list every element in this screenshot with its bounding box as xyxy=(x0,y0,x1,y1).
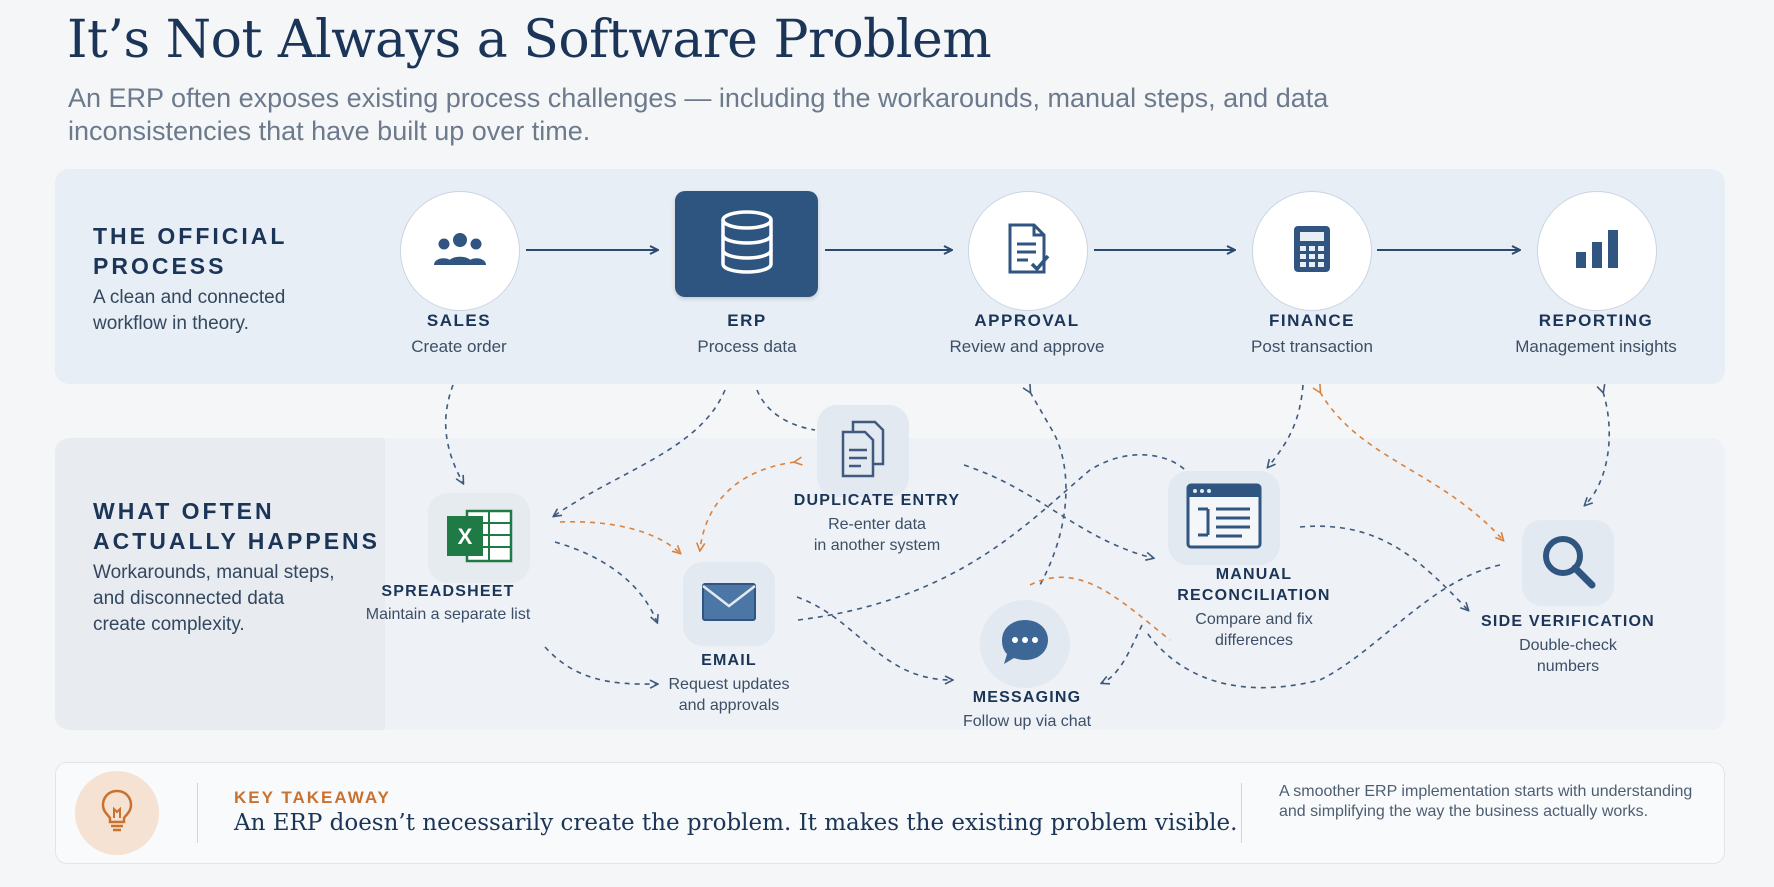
reporting-label: REPORTING xyxy=(1538,311,1654,330)
spreadsheet-label: SPREADSHEET xyxy=(381,583,515,600)
key-takeaway-side-text: A smoother ERP implementation starts wit… xyxy=(1279,783,1693,820)
actual-desc-line2: and disconnected data xyxy=(93,588,285,609)
spreadsheet-sub: Maintain a separate list xyxy=(365,606,531,623)
manual-reconciliation-label1: MANUAL xyxy=(1215,566,1293,583)
magnifier-icon xyxy=(1540,533,1596,594)
chat-bubble-icon xyxy=(999,617,1051,672)
calculator-icon xyxy=(1292,224,1332,279)
actual-process-intro-panel xyxy=(55,438,385,730)
lightbulb-icon xyxy=(100,788,134,839)
email-sub1: Request updates xyxy=(668,676,790,693)
side-verification-sub2: numbers xyxy=(1536,658,1600,675)
spreadsheet-icon: X xyxy=(445,507,513,570)
side-verification-sub1: Double-check xyxy=(1519,637,1617,654)
duplicate-entry-sub2: in another system xyxy=(813,537,941,554)
key-takeaway-box xyxy=(55,762,1725,864)
messaging-node xyxy=(980,600,1070,688)
actual-title-line2: ACTUALLY HAPPENS xyxy=(93,528,380,554)
finance-label: FINANCE xyxy=(1268,311,1356,330)
sales-sub: Create order xyxy=(411,337,507,356)
official-desc-line1: A clean and connected xyxy=(93,287,286,308)
email-node xyxy=(683,562,775,646)
erp-node xyxy=(675,191,818,297)
key-takeaway-label: KEY TAKEAWAY xyxy=(234,788,391,807)
manual-reconciliation-sub1: Compare and fix xyxy=(1195,611,1313,628)
official-process-panel xyxy=(55,169,1725,384)
reporting-node xyxy=(1537,191,1657,311)
actual-desc-line1: Workarounds, manual steps, xyxy=(93,562,335,583)
actual-title-line1: WHAT OFTEN xyxy=(93,498,275,524)
side-verification-node xyxy=(1522,520,1614,606)
svg-text:X: X xyxy=(458,524,473,549)
takeaway-divider-right xyxy=(1241,783,1242,843)
approval-sub: Review and approve xyxy=(949,337,1105,356)
approval-label: APPROVAL xyxy=(974,311,1080,330)
manual-reconciliation-sub2: differences xyxy=(1215,632,1293,649)
official-title-line2: PROCESS xyxy=(93,253,227,279)
side-verification-label: SIDE VERIFICATION xyxy=(1481,613,1655,630)
messaging-label: MESSAGING xyxy=(972,689,1082,706)
spreadsheet-node: X xyxy=(428,493,530,583)
official-title-line1: THE OFFICIAL xyxy=(93,223,288,249)
window-list-icon xyxy=(1186,483,1262,554)
erp-label: ERP xyxy=(727,311,767,330)
duplicate-entry-label: DUPLICATE ENTRY xyxy=(793,492,961,509)
finance-sub: Post transaction xyxy=(1251,337,1373,356)
duplicate-entry-sub1: Re-enter data xyxy=(828,516,926,533)
manual-reconciliation-node xyxy=(1168,471,1280,565)
email-sub2: and approvals xyxy=(678,697,780,714)
bar-chart-icon xyxy=(1574,228,1620,275)
envelope-icon xyxy=(701,582,757,627)
messaging-sub: Follow up via chat xyxy=(962,713,1092,730)
sales-node xyxy=(400,191,520,311)
email-label: EMAIL xyxy=(701,652,757,669)
database-icon xyxy=(717,209,777,280)
official-desc-line2: workflow in theory. xyxy=(93,313,249,334)
actual-desc-line3: create complexity. xyxy=(93,614,245,635)
document-check-icon xyxy=(1006,222,1050,281)
sales-label: SALES xyxy=(426,311,492,330)
approval-node xyxy=(968,191,1088,311)
page-subtitle: An ERP often exposes existing process ch… xyxy=(68,83,1329,146)
finance-node xyxy=(1252,191,1372,311)
people-icon xyxy=(432,229,488,274)
takeaway-divider-left xyxy=(197,783,198,843)
duplicate-entry-node xyxy=(817,405,909,497)
dash-erp-duplicate xyxy=(756,389,816,431)
lightbulb-badge xyxy=(75,771,159,855)
page-title: It’s Not Always a Software Problem xyxy=(67,10,992,70)
erp-sub: Process data xyxy=(697,337,797,356)
reporting-sub: Management insights xyxy=(1515,337,1677,356)
copy-documents-icon xyxy=(837,420,889,483)
key-takeaway-text: An ERP doesn’t necessarily create the pr… xyxy=(234,810,1238,836)
manual-reconciliation-label2: RECONCILIATION xyxy=(1177,587,1331,604)
